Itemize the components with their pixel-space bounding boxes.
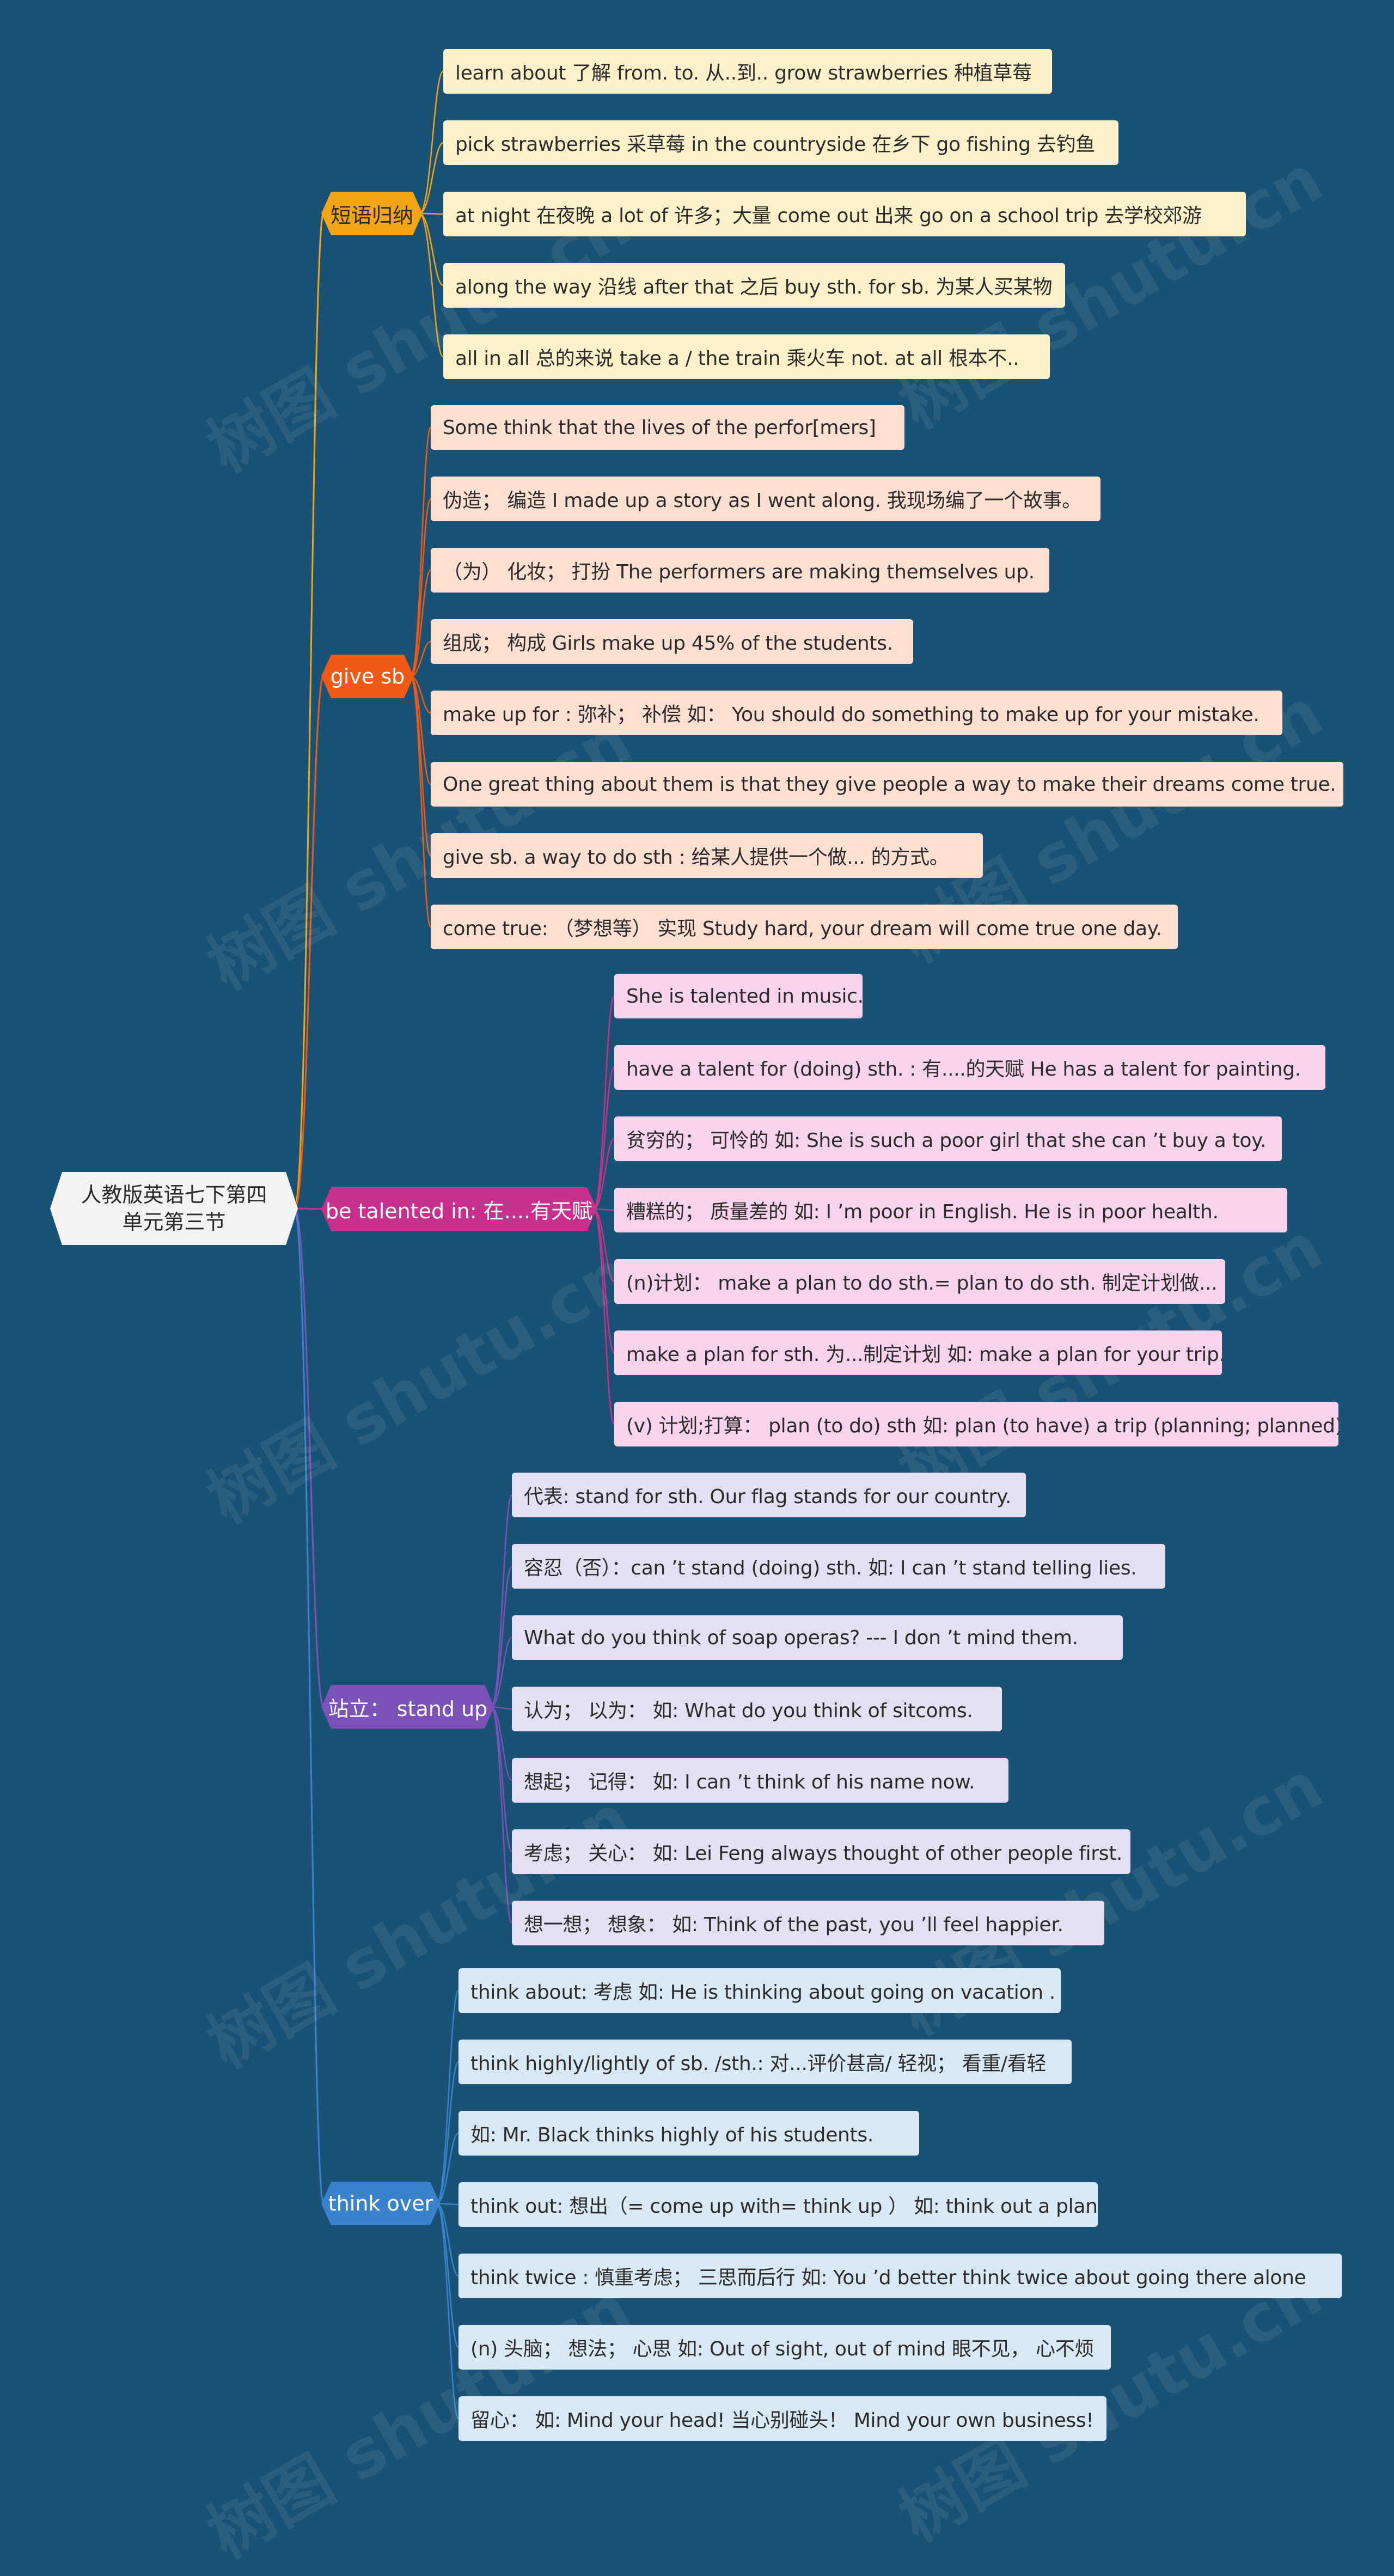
connector-line xyxy=(409,675,432,857)
connector-line xyxy=(490,1565,513,1708)
leaf-node[interactable]: 容忍（否）：can ’t stand (doing) sth. 如: I can… xyxy=(512,1544,1165,1589)
leaf-node[interactable]: 组成； 构成 Girls make up 45% of the students… xyxy=(431,619,913,664)
leaf-node[interactable]: 代表: stand for sth. Our flag stands for o… xyxy=(512,1473,1026,1517)
leaf-node[interactable]: 如: Mr. Black thinks highly of his studen… xyxy=(458,2111,919,2156)
connector-line xyxy=(436,2132,459,2205)
connector-line xyxy=(490,1706,513,1853)
leaf-node[interactable]: (n)计划： make a plan to do sth.= plan to d… xyxy=(614,1259,1225,1304)
connector-line xyxy=(491,1637,512,1708)
connector-line xyxy=(419,212,444,286)
leaf-node[interactable]: 糟糕的； 质量差的 如: I ’m poor in English. He is… xyxy=(614,1188,1287,1232)
root-topic[interactable]: 人教版英语七下第四单元第三节 xyxy=(50,1172,298,1245)
connector-line xyxy=(410,675,432,785)
leaf-node[interactable]: 想起； 记得： 如: I can ’t think of his name no… xyxy=(512,1758,1008,1803)
leaf-node[interactable]: 伪造； 编造 I made up a story as I went along… xyxy=(431,477,1100,521)
leaf-node[interactable]: along the way 沿线 after that 之后 buy sth. … xyxy=(443,263,1065,308)
connector-line xyxy=(294,1207,325,2205)
leaf-node[interactable]: give sb. a way to do sth : 给某人提供一个做... 的… xyxy=(431,833,983,878)
leaf-node[interactable]: What do you think of soap operas? --- I … xyxy=(512,1615,1123,1660)
branch-think-over[interactable]: think over xyxy=(321,2182,440,2225)
leaf-node[interactable]: 考虑； 关心： 如: Lei Feng always thought of ot… xyxy=(512,1829,1130,1874)
leaf-node[interactable]: learn about 了解 from. to. 从..到.. grow str… xyxy=(443,49,1052,94)
connector-line xyxy=(294,1207,325,1708)
connector-line xyxy=(592,1208,615,1354)
connector-line xyxy=(419,142,444,215)
connector-line xyxy=(592,1208,615,1425)
connector-line xyxy=(436,2202,459,2206)
leaf-node[interactable]: One great thing about them is that they … xyxy=(431,762,1343,807)
connector-line xyxy=(593,1138,615,1210)
leaf-node[interactable]: pick strawberries 采草莓 in the countryside… xyxy=(443,120,1118,165)
connector-line xyxy=(592,995,615,1210)
connector-line xyxy=(490,1706,513,1924)
connector-line xyxy=(436,2202,460,2348)
connector-line xyxy=(491,1706,512,1781)
connector-line xyxy=(436,1989,460,2205)
connector-line xyxy=(419,212,444,215)
leaf-node[interactable]: come true: （梦想等） 实现 Study hard, your dre… xyxy=(431,905,1178,949)
connector-line xyxy=(294,212,325,1210)
leaf-node[interactable]: think out: 想出（= come up with= think up ）… xyxy=(458,2182,1098,2227)
connector-line xyxy=(436,2202,460,2420)
connector-line xyxy=(593,1208,615,1283)
leaf-node[interactable]: 留心： 如: Mind your head! 当心别碰头！ Mind your … xyxy=(458,2396,1106,2441)
leaf-node[interactable]: （为） 化妆； 打扮 The performers are making the… xyxy=(431,548,1049,593)
leaf-node[interactable]: make up for : 弥补； 补偿 如： You should do so… xyxy=(431,691,1282,735)
branch-phrase-summary[interactable]: 短语归纳 xyxy=(321,192,423,235)
leaf-node[interactable]: She is talented in music. xyxy=(614,974,863,1018)
branch-stand-up[interactable]: 站立： stand up xyxy=(321,1685,494,1729)
leaf-node[interactable]: have a talent for (doing) sth. : 有....的天… xyxy=(614,1045,1325,1090)
connector-line xyxy=(410,569,432,677)
leaf-node[interactable]: think twice : 慎重考虑； 三思而后行 如: You ’d bett… xyxy=(458,2254,1342,2298)
connector-line xyxy=(409,675,432,928)
leaf-node[interactable]: Some think that the lives of the perfor[… xyxy=(431,405,904,450)
connector-line xyxy=(409,426,432,677)
leaf-node[interactable]: 认为； 以为： 如: What do you think of sitcoms. xyxy=(512,1687,1002,1731)
branch-be-talented-in[interactable]: be talented in: 在....有天赋 xyxy=(321,1187,597,1231)
branch-give-sb[interactable]: give sb xyxy=(321,655,414,698)
mind-map-canvas: 树图 shutu.cn 树图 shutu.cn 树图 shutu.cn 树图 s… xyxy=(0,49,1343,2573)
leaf-node[interactable]: make a plan for sth. 为...制定计划 如: make a … xyxy=(614,1330,1222,1375)
connector-line xyxy=(294,675,325,1210)
connector-line xyxy=(409,498,432,677)
connector-line xyxy=(410,675,431,714)
connector-line xyxy=(436,2202,459,2277)
connector-line xyxy=(419,70,444,215)
leaf-node[interactable]: (n) 头脑； 想法； 心思 如: Out of sight, out of m… xyxy=(458,2325,1111,2370)
connector-line xyxy=(436,2061,460,2205)
leaf-node[interactable]: think highly/lightly of sb. /sth.: 对...评… xyxy=(458,2040,1072,2084)
connector-line xyxy=(592,1066,615,1210)
connector-line xyxy=(419,212,444,358)
leaf-node[interactable]: (v) 计划;打算： plan (to do) sth 如: plan (to … xyxy=(614,1402,1338,1446)
leaf-node[interactable]: 贫穷的； 可怜的 如: She is such a poor girl that… xyxy=(614,1116,1282,1161)
connector-lines xyxy=(294,70,615,2420)
leaf-node[interactable]: all in all 总的来说 take a / the train 乘火车 n… xyxy=(443,334,1050,379)
leaf-node[interactable]: 想一想； 想象： 如: Think of the past, you ’ll f… xyxy=(512,1901,1104,1945)
leaf-node[interactable]: at night 在夜晚 a lot of 许多；大量 come out 出来 … xyxy=(443,192,1246,236)
connector-line xyxy=(490,1494,513,1708)
leaf-node[interactable]: think about: 考虑 如: He is thinking about … xyxy=(458,1968,1061,2013)
connector-line xyxy=(294,1207,324,1210)
